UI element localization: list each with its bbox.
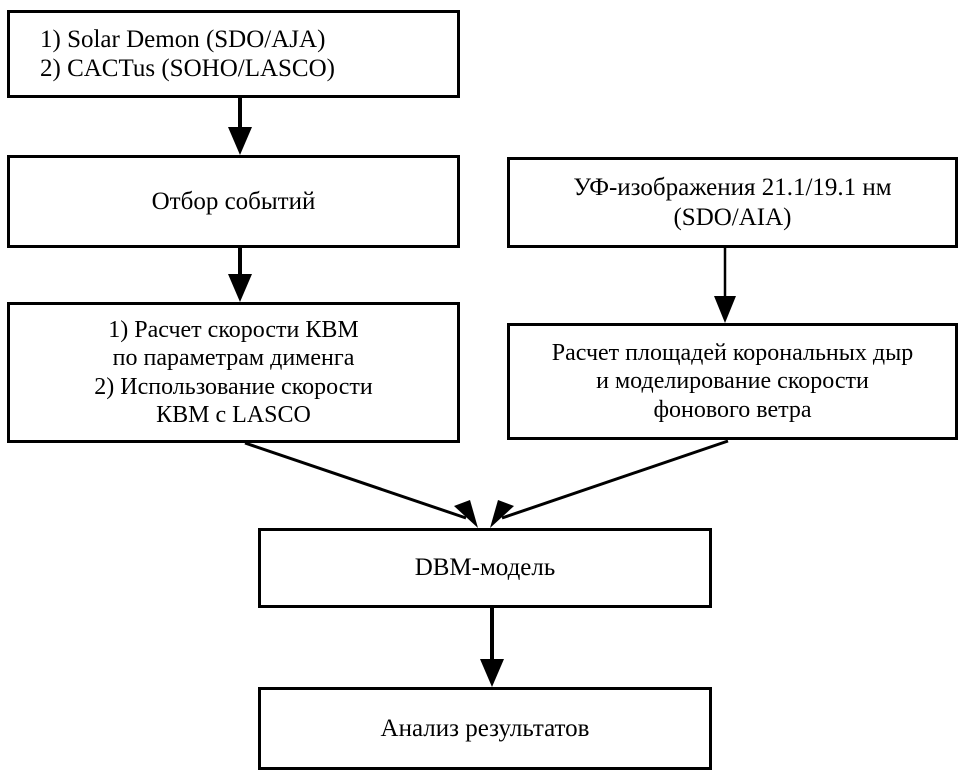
node-sources: 1) Solar Demon (SDO/AJA) 2) CACTus (SOHO… [7, 10, 460, 98]
node-uv-images: УФ-изображения 21.1/19.1 нм (SDO/AIA) [507, 157, 958, 248]
node-coronal-holes-line-1: Расчет площадей корональных дыр [551, 340, 914, 367]
node-cme-speed: 1) Расчет скорости КВМ по параметрам дим… [7, 302, 460, 443]
edge-uv-images-to-coronal-holes [714, 248, 736, 323]
node-uv-images-line-2: (SDO/AIA) [673, 203, 792, 231]
node-sources-line-1: 1) Solar Demon (SDO/AJA) [40, 25, 326, 53]
node-sources-line-2: 2) CACTus (SOHO/LASCO) [40, 55, 335, 82]
node-event-selection-line-1: Отбор событий [151, 187, 316, 215]
edge-coronal-holes-to-dbm [490, 439, 729, 528]
node-coronal-holes-line-3: фонового ветра [653, 396, 812, 423]
edge-sources-to-event-selection [228, 98, 252, 155]
edge-event-selection-to-cme-speed [228, 248, 252, 302]
node-coronal-holes: Расчет площадей корональных дыр и модели… [507, 323, 958, 440]
node-analysis-line-1: Анализ результатов [380, 714, 590, 742]
node-dbm-model-line-1: DBM-модель [414, 554, 556, 582]
node-cme-speed-line-4: КВМ с LASCO [156, 401, 311, 428]
node-event-selection: Отбор событий [7, 155, 460, 248]
edge-cme-speed-to-dbm [244, 441, 478, 528]
node-analysis: Анализ результатов [258, 687, 712, 770]
node-cme-speed-line-2: по параметрам дименга [112, 345, 355, 372]
node-coronal-holes-line-2: и моделирование скорости [596, 368, 869, 395]
node-cme-speed-line-1: 1) Расчет скорости КВМ [108, 316, 359, 343]
edge-dbm-to-analysis [480, 608, 504, 687]
node-uv-images-line-1: УФ-изображения 21.1/19.1 нм [573, 174, 892, 201]
node-cme-speed-line-3: 2) Использование скорости [94, 373, 373, 400]
node-dbm-model: DBM-модель [258, 528, 712, 608]
